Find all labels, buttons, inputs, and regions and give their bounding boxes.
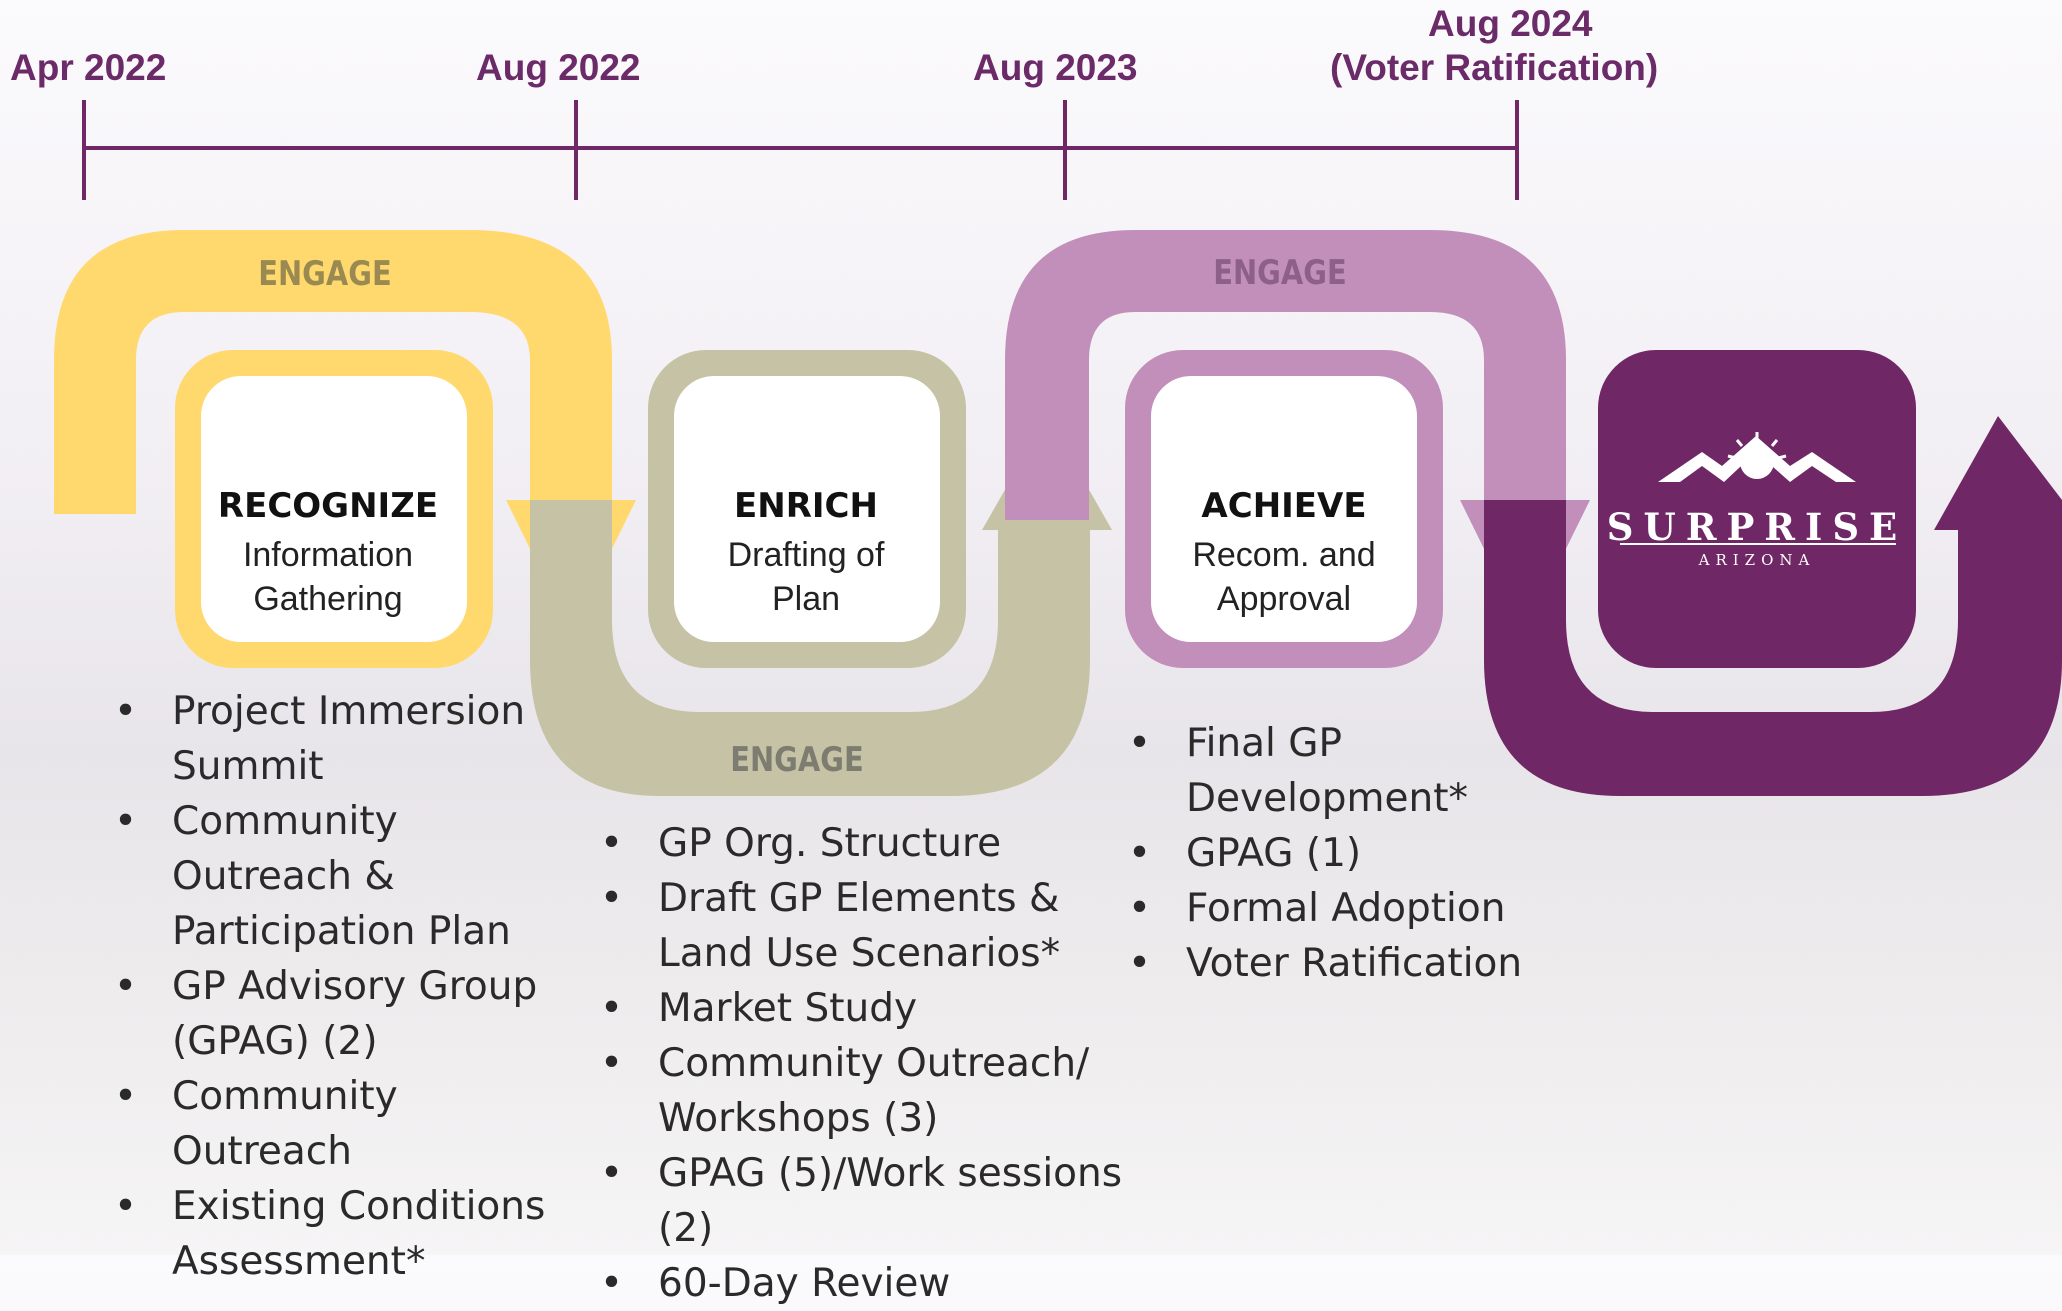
enrich-task-list: GP Org. Structure Draft GP Elements & La… (600, 816, 1140, 1311)
list-item: GPAG (5)/Work sessions (2) (600, 1146, 1140, 1256)
logo-name: SURPRISE (1606, 505, 1908, 549)
logo-box (1598, 350, 1916, 668)
list-item: Existing Conditions Assessment* (114, 1179, 574, 1289)
date-aug-2022: Aug 2022 (476, 47, 641, 88)
stage-sub-recognize-1: Information (242, 536, 414, 574)
logo-state: ARIZONA (1698, 551, 1816, 569)
stage-sub-achieve-2: Approval (1216, 580, 1352, 618)
list-item: Community Outreach/ Workshops (3) (600, 1036, 1140, 1146)
list-item: 60-Day Review (600, 1256, 1140, 1311)
list-item: GP Advisory Group (GPAG) (2) (114, 959, 574, 1069)
date-aug-2023: Aug 2023 (973, 47, 1138, 88)
stage-sub-achieve-1: Recom. and (1192, 536, 1376, 574)
stage-sub-enrich-1: Drafting of (727, 536, 885, 574)
list-item: Market Study (600, 981, 1140, 1036)
stage-sub-enrich-2: Plan (771, 580, 841, 618)
list-item: Community Outreach (114, 1069, 574, 1179)
diagram-graphics (54, 100, 2062, 796)
timeline (82, 100, 1519, 200)
stage-title-recognize: RECOGNIZE (217, 486, 439, 526)
list-item: Formal Adoption (1128, 881, 1568, 936)
achieve-task-list: Final GP Development* GPAG (1) Formal Ad… (1128, 716, 1568, 991)
list-item: Project Immersion Summit (114, 684, 574, 794)
process-diagram: Apr 2022 Aug 2022 Aug 2023 Aug 2024 (Vot… (0, 0, 2062, 1255)
engage-label-top-right: ENGAGE (1213, 253, 1347, 293)
list-item: Final GP Development* (1128, 716, 1568, 826)
list-item: GP Org. Structure (600, 816, 1140, 871)
list-item: GPAG (1) (1128, 826, 1568, 881)
stage-box-enrich (648, 350, 966, 668)
recognize-task-list: Project Immersion Summit Community Outre… (114, 684, 574, 1289)
stage-title-enrich: ENRICH (734, 486, 878, 526)
engage-arrow-purple (1484, 416, 2062, 796)
list-item: Voter Ratification (1128, 936, 1568, 991)
engage-label-top-left: ENGAGE (258, 254, 392, 294)
date-voter-ratification: (Voter Ratification) (1330, 47, 1659, 88)
stage-box-achieve (1125, 350, 1443, 668)
list-item: Draft GP Elements & Land Use Scenarios* (600, 871, 1140, 981)
list-item: Community Outreach & Participation Plan (114, 794, 574, 959)
stage-title-achieve: ACHIEVE (1201, 486, 1367, 526)
stage-sub-recognize-2: Gathering (253, 580, 403, 618)
date-apr-2022: Apr 2022 (10, 47, 167, 88)
mountain-sun-icon (1658, 432, 1856, 482)
engage-label-bottom-middle: ENGAGE (730, 740, 864, 780)
stage-box-recognize (175, 350, 493, 668)
date-aug-2024: Aug 2024 (1428, 3, 1593, 44)
